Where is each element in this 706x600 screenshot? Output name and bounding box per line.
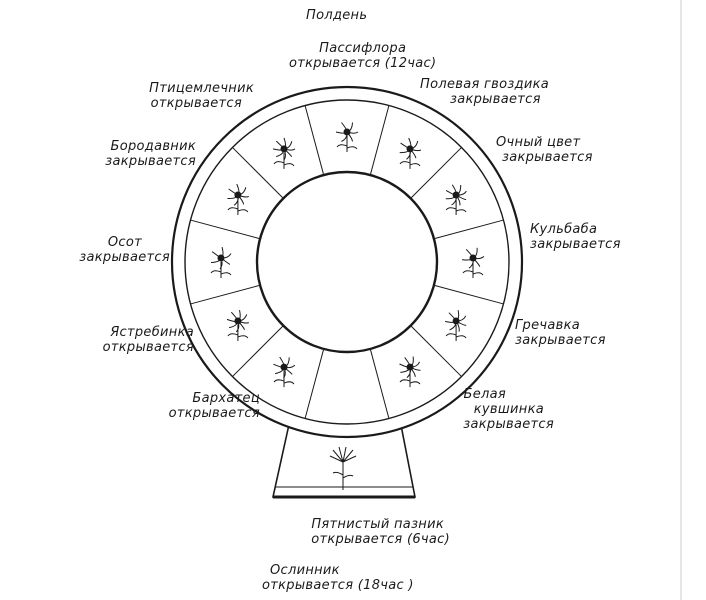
flower-sketch	[273, 356, 296, 388]
label-line: закрывается	[502, 150, 593, 165]
label-line: закрывается	[463, 417, 554, 432]
flower-sketch	[399, 137, 422, 169]
label-line: Осот	[107, 235, 142, 250]
sector-divider	[410, 147, 462, 199]
noon-label: Полдень	[306, 8, 367, 23]
clock-middle-ring	[184, 99, 510, 425]
flower-center	[343, 128, 351, 136]
label-sow-thistle: Осот закрывается	[60, 235, 170, 265]
flower-center	[469, 254, 477, 262]
label-star-of-bethlehem: Птицемлечник открывается	[100, 81, 254, 111]
sector-divider	[433, 219, 504, 240]
sector-divider	[410, 325, 462, 377]
flower-center	[217, 254, 225, 262]
label-marigold: Бархатец открывается	[120, 391, 260, 421]
flower-sketch	[399, 356, 421, 388]
label-line: открывается (12час)	[289, 56, 437, 71]
sector-divider	[232, 325, 284, 377]
flower-center	[406, 145, 414, 153]
flower-sketch	[335, 122, 359, 152]
sector-divider	[232, 147, 284, 199]
flower-sketch	[210, 246, 232, 278]
clock-stand	[272, 419, 416, 499]
label-line: Полевая гвоздика	[420, 77, 550, 92]
flower-center	[452, 317, 460, 325]
label-line: Ослинник	[270, 563, 340, 578]
sector-divider	[190, 219, 261, 240]
label-line: Ястребинка	[110, 325, 194, 340]
sector-divider	[304, 348, 325, 419]
stand-flower-sketch	[329, 446, 357, 490]
label-line: закрывается	[530, 237, 621, 252]
flower-center	[234, 191, 242, 199]
label-hawkweed: Ястребинка открывается	[60, 325, 194, 355]
sector-divider	[369, 105, 390, 176]
label-line: закрывается	[105, 154, 196, 169]
flower-center	[452, 191, 460, 199]
noon-text: Полдень	[306, 8, 368, 23]
sector-dividers	[190, 105, 504, 419]
flower-sketches	[210, 122, 485, 388]
label-line: Бархатец	[192, 391, 260, 406]
label-line: Птицемлечник	[149, 81, 254, 96]
flower-center	[280, 145, 288, 153]
label-line: открывается (6час)	[311, 532, 450, 547]
label-line: открывается	[168, 406, 260, 421]
label-white-water-lily: Белая кувшинка закрывается	[440, 387, 554, 432]
label-goatsbeard: Бородавник закрывается	[60, 139, 196, 169]
label-line: закрывается	[79, 250, 170, 265]
flower-center	[234, 317, 242, 325]
flower-center	[406, 363, 414, 371]
label-spotted-catsear: Пятнистый пазник открывается (6час)	[246, 517, 472, 547]
label-line: Гречавка	[515, 318, 581, 333]
label-line: Белая	[463, 387, 506, 402]
label-line: Кульбаба	[530, 222, 598, 237]
label-passiflora: Пассифлора открывается (12час)	[289, 41, 436, 71]
clock-inner-ring	[255, 170, 439, 354]
sector-divider	[369, 348, 390, 419]
label-line: закрывается	[515, 333, 606, 348]
sector-divider	[190, 284, 261, 305]
label-field-carnation: Полевая гвоздика закрывается	[420, 77, 549, 107]
label-line: Пятнистый пазник	[311, 517, 444, 532]
label-line: открывается	[150, 96, 242, 111]
flower-sketch	[462, 247, 485, 278]
label-line: закрывается	[450, 92, 541, 107]
label-eyebright: Очный цвет закрывается	[496, 135, 593, 165]
label-dandelion: Кульбаба закрывается	[530, 222, 621, 252]
label-line: открывается (18час )	[262, 578, 414, 593]
label-line: Пассифлора	[319, 41, 407, 56]
label-evening-primrose: Ослинник открывается (18час )	[262, 563, 414, 593]
page-edge-line	[680, 0, 682, 600]
flower-sketch	[272, 137, 296, 169]
flower-sketch	[444, 310, 467, 341]
label-line: кувшинка	[473, 402, 544, 417]
sector-divider	[433, 284, 504, 305]
label-line: Бородавник	[110, 139, 196, 154]
label-line: открывается	[102, 340, 194, 355]
flower-sketch	[226, 309, 249, 341]
label-line: Очный цвет	[496, 135, 581, 150]
flower-sketch	[227, 183, 250, 215]
flower-sketch	[445, 184, 467, 215]
label-chicory: Гречавка закрывается	[515, 318, 606, 348]
flower-center	[280, 363, 288, 371]
sector-divider	[304, 105, 325, 176]
